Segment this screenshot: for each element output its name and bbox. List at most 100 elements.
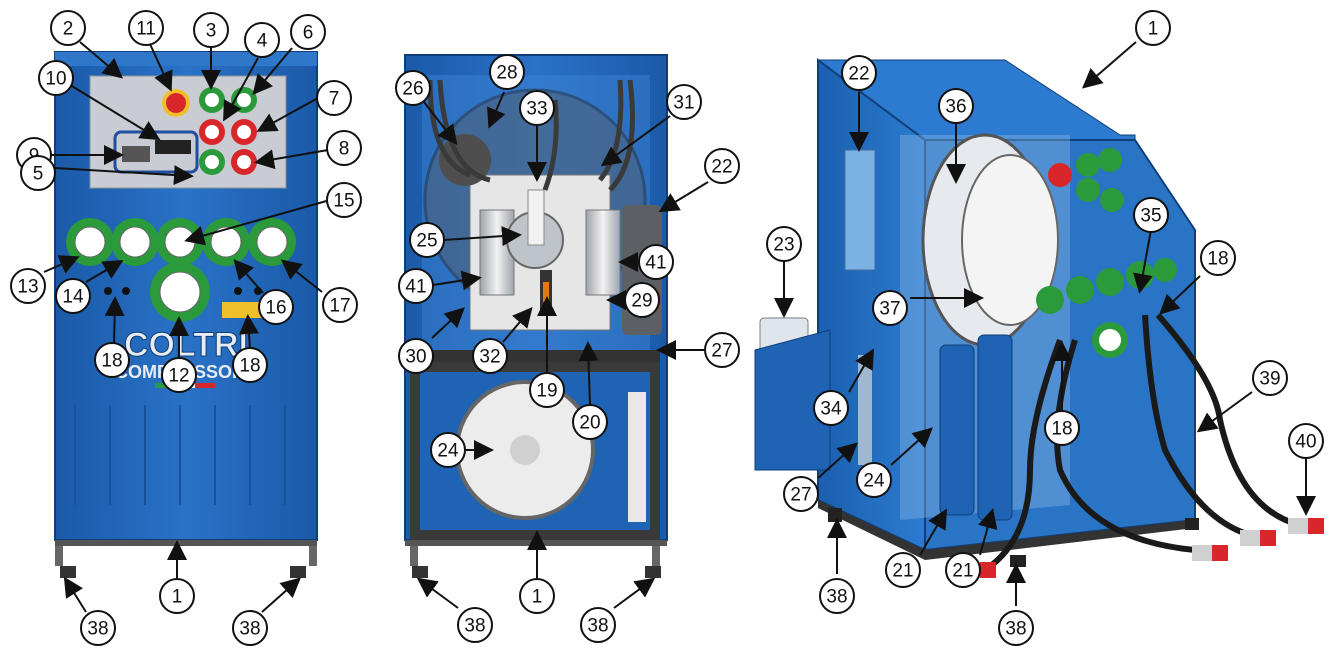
callout-right-34: 34	[813, 390, 849, 426]
panel-switch	[122, 146, 150, 162]
callout-circle	[395, 70, 431, 106]
callout-circle	[244, 22, 280, 58]
callout-circle	[766, 226, 802, 262]
callout-front-13: 13	[10, 268, 46, 304]
callout-circle	[1133, 197, 1169, 233]
callout-circle	[322, 287, 358, 323]
callout-number: 20	[579, 413, 600, 434]
callout-number: 5	[33, 164, 44, 185]
callout-circle	[258, 289, 294, 325]
callout-number: 11	[136, 19, 156, 40]
callout-front-15: 15	[326, 182, 362, 218]
callout-number: 14	[62, 287, 84, 308]
callout-circle	[856, 462, 892, 498]
callout-number: 28	[496, 63, 517, 84]
callout-front-38b: 38	[232, 610, 268, 646]
callout-number: 1	[1148, 19, 1159, 40]
callout-circle	[94, 342, 130, 378]
callout-circle	[872, 290, 908, 326]
callout-number: 19	[536, 381, 557, 402]
callout-right-1: 1	[1135, 10, 1171, 46]
callout-number: 4	[257, 31, 268, 52]
callout-mid-1: 1	[519, 578, 555, 614]
callout-mid-32: 32	[472, 338, 508, 374]
callout-number: 36	[945, 97, 966, 118]
callout-mid-29: 29	[624, 282, 660, 318]
callout-number: 18	[101, 351, 122, 372]
callout-front-5: 5	[20, 155, 56, 191]
callout-number: 21	[952, 561, 973, 582]
callout-circle	[409, 222, 445, 258]
callout-number: 16	[265, 298, 286, 319]
callout-circle	[161, 357, 197, 393]
callout-front-10: 10	[38, 60, 74, 96]
callout-circle	[1288, 423, 1324, 459]
callout-front-16: 16	[258, 289, 294, 325]
callout-number: 3	[206, 21, 217, 42]
callout-circle	[128, 10, 164, 46]
callout-number: 18	[1051, 419, 1072, 440]
callout-circle	[813, 390, 849, 426]
callout-front-1: 1	[159, 578, 195, 614]
callout-number: 31	[673, 93, 694, 114]
filter-cylinder-b	[977, 334, 1013, 521]
callout-circle	[704, 332, 740, 368]
callout-number: 7	[329, 89, 340, 110]
callout-mid-26: 26	[395, 70, 431, 106]
callout-circle	[290, 14, 326, 50]
callout-number: 29	[631, 291, 652, 312]
callout-number: 22	[711, 157, 732, 178]
callout-front-6: 6	[290, 14, 326, 50]
callout-right-27: 27	[783, 476, 819, 512]
callout-circle	[704, 148, 740, 184]
callout-front-17: 17	[322, 287, 358, 323]
callout-number: 21	[892, 561, 913, 582]
callout-front-4: 4	[244, 22, 280, 58]
callout-circle	[945, 552, 981, 588]
callout-circle	[38, 60, 74, 96]
callout-circle	[519, 578, 555, 614]
callout-number: 38	[87, 619, 108, 640]
callout-circle	[1200, 240, 1236, 276]
callout-number: 18	[239, 356, 260, 377]
callout-number: 33	[526, 99, 547, 120]
callout-mid-30: 30	[398, 338, 434, 374]
callout-mid-25: 25	[409, 222, 445, 258]
callout-mid-24: 24	[430, 432, 466, 468]
callout-circle	[20, 155, 56, 191]
callout-number: 22	[848, 64, 869, 85]
front-vents	[74, 405, 286, 505]
callout-right-40: 40	[1288, 423, 1324, 459]
callout-circle	[316, 80, 352, 116]
callout-front-38a: 38	[80, 610, 116, 646]
callout-front-3: 3	[193, 12, 229, 48]
callout-right-38b: 38	[998, 610, 1034, 646]
callout-number: 2	[63, 19, 74, 40]
callout-number: 38	[1005, 619, 1026, 640]
callout-number: 12	[168, 366, 189, 387]
right-view	[754, 58, 1324, 578]
callout-mid-19: 19	[529, 372, 565, 408]
callout-circle	[430, 432, 466, 468]
callout-mid-31: 31	[666, 84, 702, 120]
callout-circle	[10, 268, 46, 304]
callout-number: 40	[1295, 432, 1316, 453]
callout-number: 17	[329, 296, 350, 317]
callout-number: 15	[333, 191, 354, 212]
callout-circle	[885, 552, 921, 588]
callout-circle	[1252, 360, 1288, 396]
callout-mid-38b: 38	[580, 607, 616, 643]
callout-circle	[55, 278, 91, 314]
callouts: 2113461079851513141617181218138382628333…	[10, 10, 1324, 646]
callout-number: 38	[826, 587, 847, 608]
callout-number: 30	[405, 347, 426, 368]
callout-number: 39	[1259, 369, 1280, 390]
callout-circle	[326, 182, 362, 218]
callout-front-18a: 18	[94, 342, 130, 378]
callout-right-24: 24	[856, 462, 892, 498]
callout-number: 1	[172, 587, 183, 608]
callout-front-2: 2	[50, 10, 86, 46]
callout-number: 41	[645, 253, 666, 274]
callout-front-14: 14	[55, 278, 91, 314]
callout-number: 27	[711, 341, 732, 362]
